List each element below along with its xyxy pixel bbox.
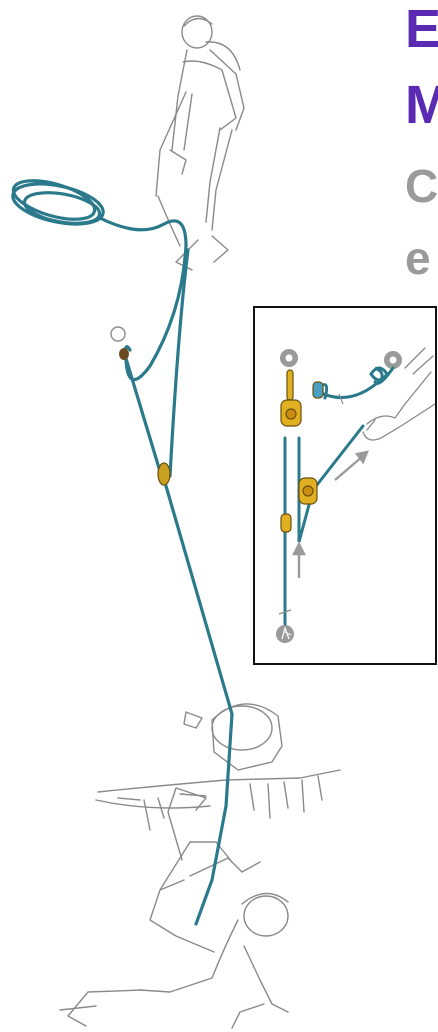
inset-diagram <box>255 308 435 663</box>
climber-figure <box>60 788 288 1028</box>
belayer-figure <box>156 16 244 270</box>
subtitle-line-2: e <box>405 235 431 281</box>
inset-anchors <box>276 349 402 643</box>
rope-system <box>124 246 232 924</box>
title-line-1: E <box>405 2 438 56</box>
anchor-bolt <box>111 327 125 341</box>
inset-devices <box>281 370 323 532</box>
hauling-system-inset <box>253 306 437 665</box>
title-line-2: M <box>405 78 438 132</box>
rope-grab-device <box>158 463 170 485</box>
anchor-device <box>119 348 129 360</box>
subtitle-line-1: C <box>405 163 438 209</box>
ice-ledge <box>96 770 340 830</box>
rope-coil <box>9 173 186 246</box>
inset-knot <box>371 368 387 380</box>
